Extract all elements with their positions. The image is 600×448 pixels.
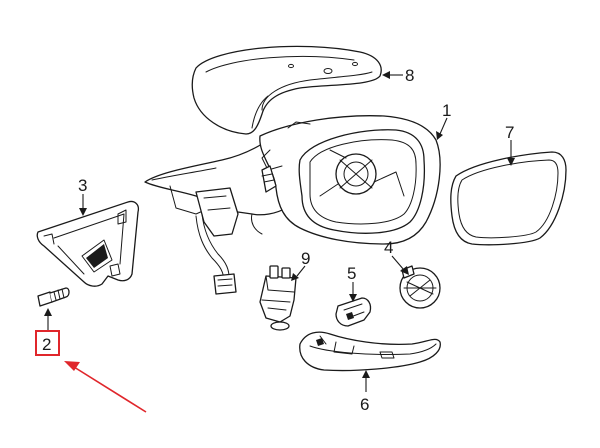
part-1-mirror-housing	[144, 115, 441, 295]
callout-7: 7	[505, 123, 514, 142]
leader-4	[391, 255, 405, 271]
part-5-lamp	[335, 297, 372, 327]
leader-1	[439, 117, 448, 135]
callout-4: 4	[384, 238, 393, 257]
part-3-bracket	[36, 200, 140, 287]
callout-6: 6	[360, 395, 369, 414]
part-8-mirror-cover	[191, 45, 382, 135]
highlight-arrow-head	[64, 361, 80, 371]
leader-lines	[44, 71, 515, 392]
part-7-mirror-glass	[450, 151, 567, 246]
part-6-turn-signal	[299, 331, 441, 372]
part-4-actuator	[399, 265, 441, 309]
callout-9: 9	[301, 249, 310, 268]
callout-1: 1	[442, 101, 451, 120]
part-2-screw	[37, 287, 70, 307]
highlight-arrow-shaft	[73, 366, 147, 413]
callout-8: 8	[405, 66, 414, 85]
highlight-callout-2	[35, 330, 147, 413]
callout-labels: 3 1 7 8 9 5 4 6 2	[42, 66, 514, 414]
callout-5: 5	[347, 264, 356, 283]
leader-9	[296, 265, 306, 277]
highlight-box	[35, 330, 60, 356]
part-9-switch	[259, 265, 297, 331]
callout-3: 3	[78, 176, 87, 195]
callout-2: 2	[42, 335, 51, 354]
